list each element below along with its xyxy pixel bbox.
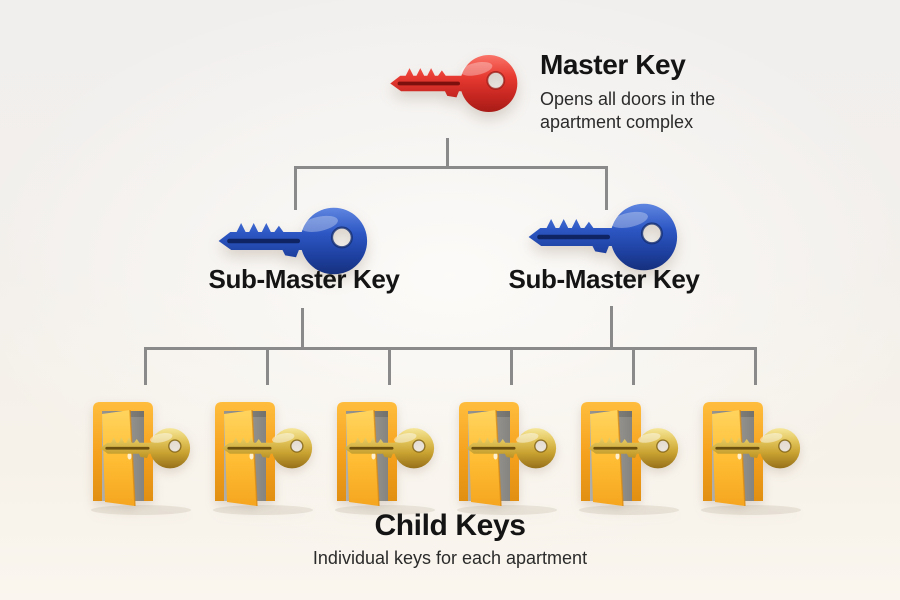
connector-line: [510, 347, 513, 385]
connector-line: [446, 138, 449, 168]
connector-line: [266, 347, 269, 385]
connector-line: [610, 306, 613, 350]
connector-line: [605, 166, 608, 210]
door-with-key-icon: [333, 399, 445, 519]
child-keys-subtitle: Individual keys for each apartment: [312, 548, 588, 568]
master-key-subtitle: Opens all doors in the apartment complex: [540, 88, 715, 135]
door-with-key-icon: [455, 399, 567, 519]
connector-line: [294, 166, 297, 210]
connector-line: [144, 347, 756, 350]
master-key-title: Master Key: [540, 49, 686, 80]
child-keys-title: Child Keys: [374, 509, 526, 542]
master-key-icon: [387, 45, 526, 122]
connector-line: [144, 347, 147, 385]
door-with-key-icon: [211, 399, 323, 519]
sub-master-right-label: Sub-Master Key: [508, 264, 700, 294]
master-subtitle-line1: Opens all doors in the: [540, 89, 716, 109]
connector-line: [301, 308, 304, 350]
connector-line: [294, 166, 608, 169]
door-with-key-icon: [699, 399, 811, 519]
connector-line: [632, 347, 635, 385]
sub-master-left-label: Sub-Master Key: [208, 264, 400, 294]
door-with-key-icon: [89, 399, 201, 519]
master-subtitle-line2: apartment complex: [540, 112, 694, 133]
connector-line: [388, 347, 391, 385]
door-with-key-icon: [577, 399, 689, 519]
connector-line: [754, 347, 757, 385]
